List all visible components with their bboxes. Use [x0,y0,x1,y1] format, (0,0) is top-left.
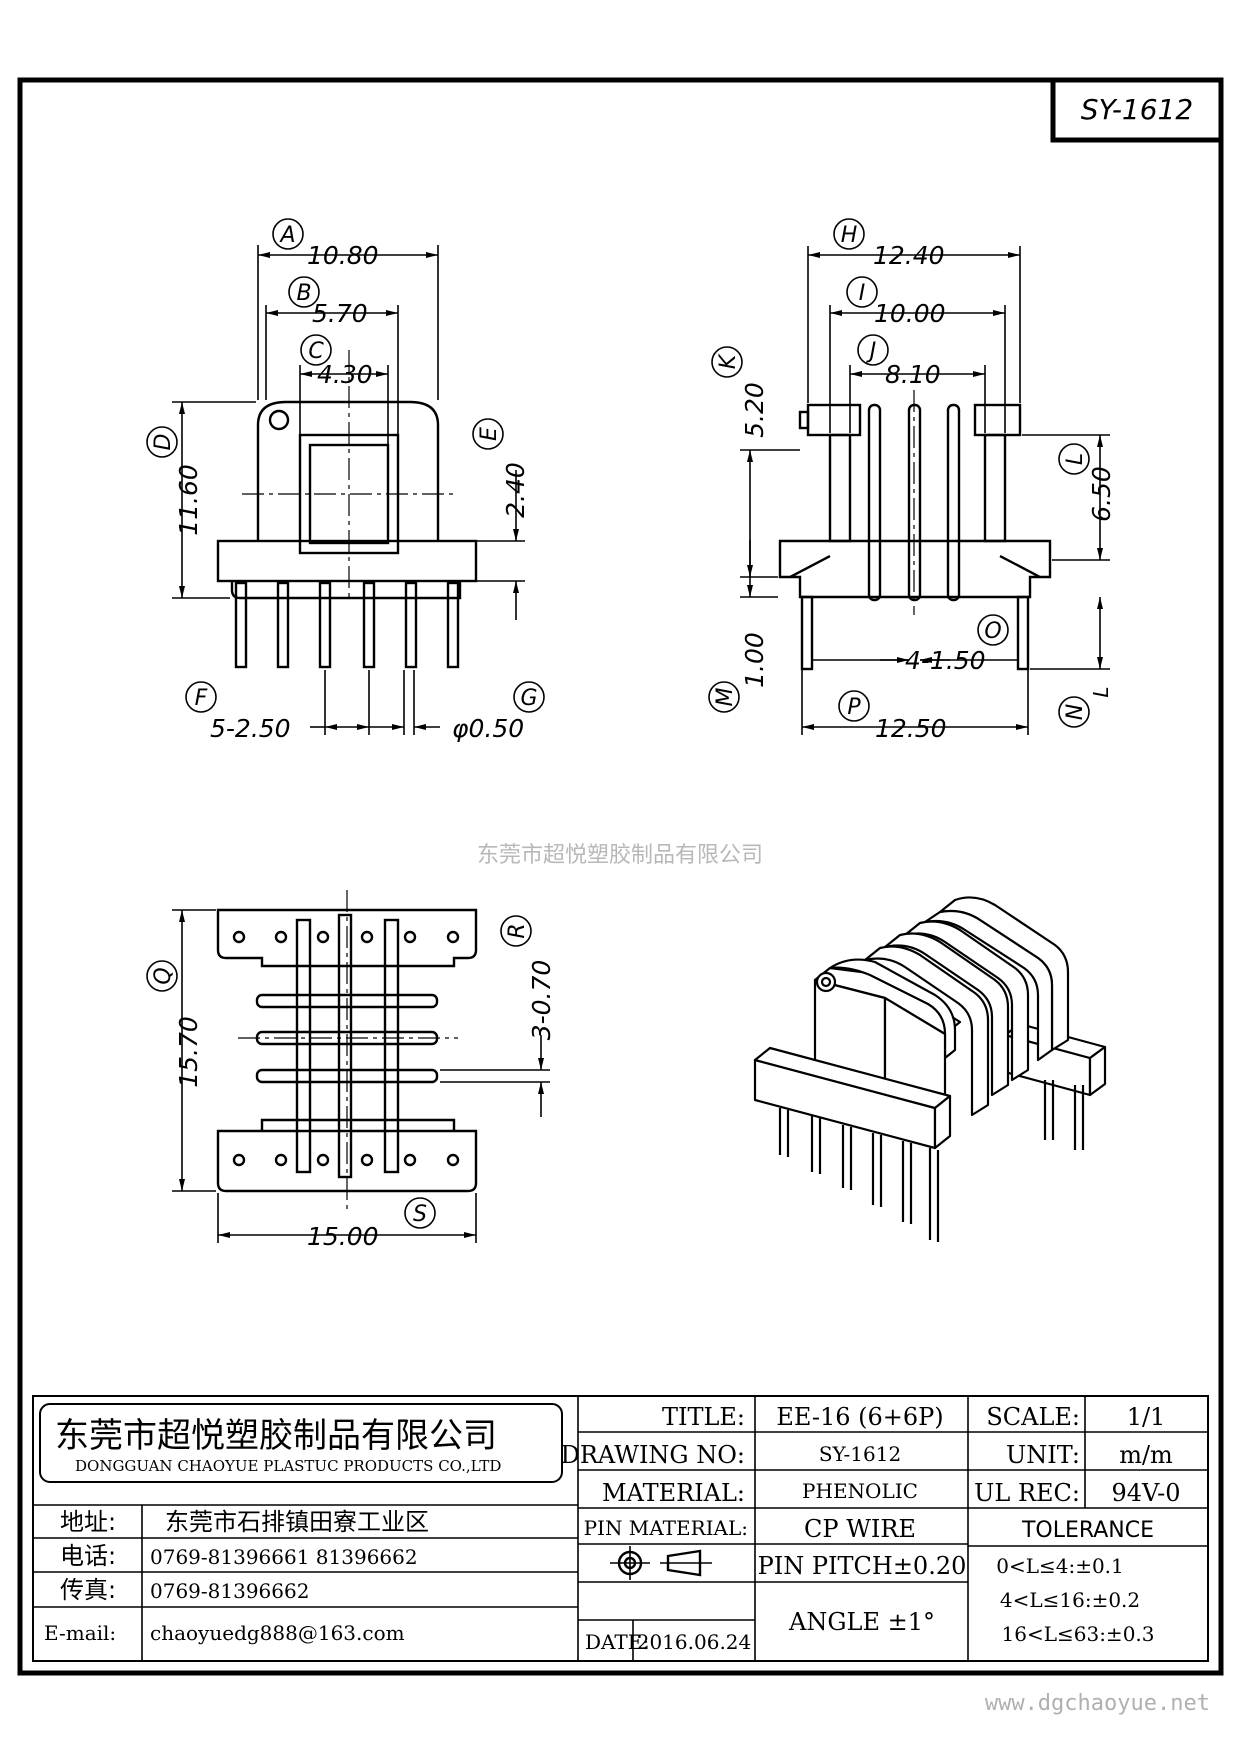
address-value: 东莞市石排镇田寮工业区 [165,1508,429,1536]
svg-text:G: G [520,686,537,711]
svg-text:D: D [151,434,176,451]
projection-symbol [610,1546,712,1580]
svg-text:H: H [841,223,858,248]
svg-text:10.00: 10.00 [874,299,946,328]
svg-text:φ0.50: φ0.50 [452,714,524,743]
tolerance-label: TOLERANCE [1021,1518,1154,1543]
watermark-text: 东莞市超悦塑胶制品有限公司 [477,843,763,868]
svg-text:2.40: 2.40 [501,462,530,518]
svg-text:6.50: 6.50 [1087,466,1116,522]
svg-text:Q: Q [151,967,176,984]
sheet-border [17,77,1224,1676]
svg-text:12.50: 12.50 [875,714,947,743]
date-value: 2016.06.24 [637,1630,752,1654]
svg-text:R: R [505,923,530,938]
fax-value: 0769-81396662 [150,1579,309,1603]
website-text: www.dgchaoyue.net [985,1691,1210,1716]
svg-text:5.70: 5.70 [312,299,368,328]
date-label: DATE: [585,1630,649,1654]
title-block: 东莞市超悦塑胶制品有限公司 DONGGUAN CHAOYUE PLASTUC P… [32,1395,1209,1662]
svg-text:J: J [866,339,877,364]
scale-value: 1/1 [1127,1403,1166,1431]
email-label: E-mail: [44,1621,116,1645]
svg-text:P: P [847,695,861,720]
scale-label: SCALE: [986,1403,1080,1431]
svg-text:C: C [308,339,324,364]
svg-text:10.80: 10.80 [307,241,379,270]
svg-text:3-0.70: 3-0.70 [527,960,556,1041]
isometric-front-pins [778,1108,940,1242]
material-label: MATERIAL: [602,1479,745,1507]
tolerance-row-1: 0<L≤4:±0.1 [996,1554,1124,1578]
svg-text:15.00: 15.00 [307,1222,379,1251]
svg-text:O: O [984,619,1001,644]
svg-text:N: N [1063,704,1088,720]
ul-label: UL REC: [974,1479,1080,1507]
side-view: H 12.40 I 10.00 J 8.10 K 5.20 M 1.00 [708,218,1116,743]
drawing-no-value: SY-1612 [819,1442,901,1466]
unit-value: m/m [1119,1441,1173,1469]
svg-text:1.00: 1.00 [740,632,769,688]
svg-text:E: E [477,427,502,441]
svg-text:L: L [1089,686,1113,697]
phone-label: 电话: [60,1542,116,1570]
svg-text:A: A [278,223,295,248]
svg-text:8.10: 8.10 [885,360,941,389]
svg-text:K: K [716,353,741,369]
unit-label: UNIT: [1006,1441,1080,1469]
email-value: chaoyuedg888@163.com [150,1621,405,1645]
title-value: EE-16 (6+6P) [776,1403,943,1431]
bottom-view: Q 15.70 R 3-0.70 S 15.00 [146,890,556,1251]
svg-text:S: S [413,1202,427,1227]
drawing-code: SY-1612 [1081,93,1193,126]
svg-text:5-2.50: 5-2.50 [210,714,291,743]
pin-material-value: CP WIRE [804,1515,916,1543]
pin-material-label: PIN MATERIAL: [584,1516,748,1540]
svg-text:15.70: 15.70 [174,1016,203,1088]
angle-tolerance: ANGLE ±1° [788,1608,935,1636]
svg-text:11.60: 11.60 [174,464,203,536]
material-value: PHENOLIC [802,1479,918,1503]
pin-pitch: PIN PITCH±0.20 [758,1552,967,1580]
tolerance-row-2: 4<L≤16:±0.2 [1000,1588,1140,1612]
svg-text:I: I [859,281,866,306]
company-name-en: DONGGUAN CHAOYUE PLASTUC PRODUCTS CO.,LT… [75,1457,501,1475]
bottom-view-holes [232,930,460,1167]
svg-text:4.30: 4.30 [317,360,373,389]
front-view-pins [234,581,460,669]
tolerance-row-3: 16<L≤63:±0.3 [1002,1622,1155,1646]
ul-value: 94V-0 [1111,1479,1180,1507]
code-box: SY-1612 [1050,77,1224,143]
fax-label: 传真: [60,1576,116,1604]
svg-text:M: M [713,687,738,706]
svg-text:L: L [1063,453,1088,465]
drawing-no-label: DRAWING NO: [561,1441,745,1469]
svg-text:B: B [296,281,311,306]
svg-text:F: F [195,686,208,711]
title-label: TITLE: [662,1403,745,1431]
svg-text:4-1.50: 4-1.50 [905,646,986,675]
phone-value: 0769-81396661 81396662 [150,1545,418,1569]
address-label: 地址: [60,1508,116,1536]
isometric-view [753,896,1107,1242]
front-view: A 10.80 B 5.70 C 4.30 D 11.60 E 2.40 [146,218,545,743]
svg-text:5.20: 5.20 [740,382,769,438]
svg-text:12.40: 12.40 [873,241,945,270]
company-name-cn: 东莞市超悦塑胶制品有限公司 [55,1416,497,1456]
